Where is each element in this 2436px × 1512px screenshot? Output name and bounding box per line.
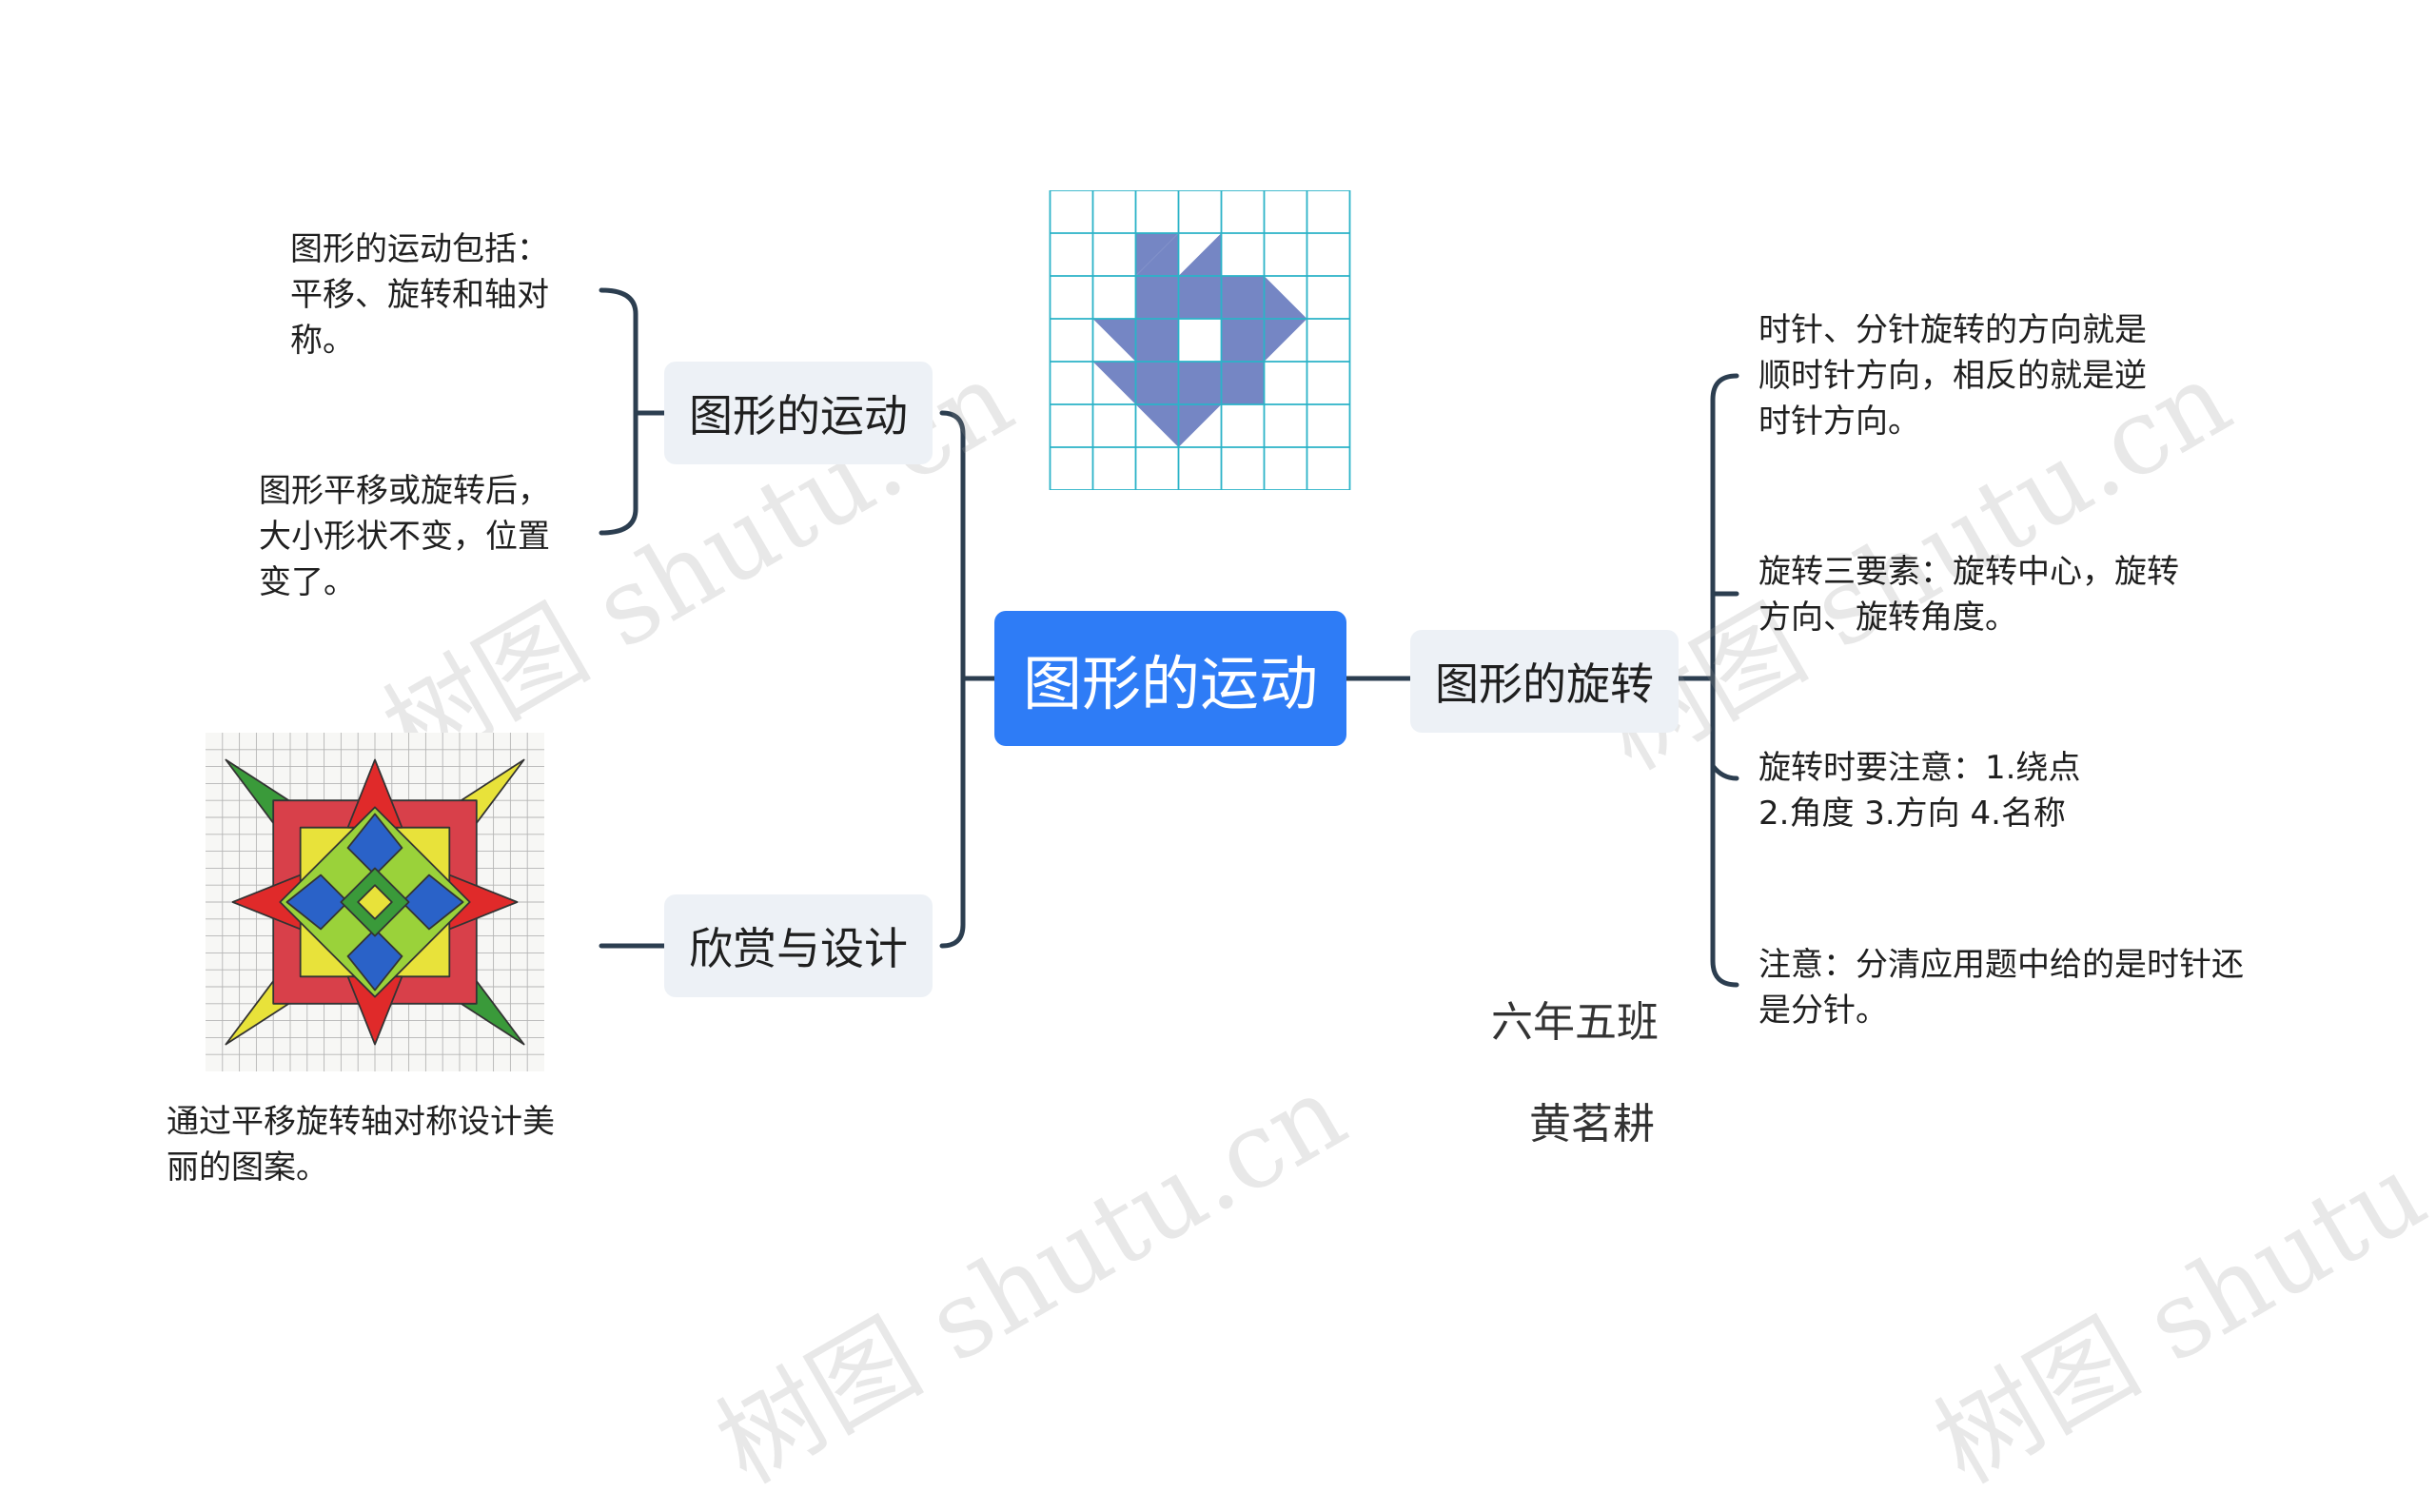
leaf-motion-includes[interactable]: 图形的运动包括： 平移、旋转和轴对 称。 — [290, 226, 604, 363]
root-node[interactable]: 图形的运动 — [994, 611, 1346, 746]
branch-node-rotate[interactable]: 图形的旋转 — [1410, 630, 1679, 733]
leaf-attention[interactable]: 旋转时要注意：1.绕点 2.角度 3.方向 4.名称 — [1758, 745, 2215, 836]
connector-rotate-r3 — [1713, 766, 1737, 778]
star-design-image[interactable] — [200, 733, 550, 1071]
leaf-clock-direction[interactable]: 时针、分针旋转的方向就是 顺时针方向，相反的就是逆 时针方向。 — [1758, 307, 2215, 444]
branch-node-motion[interactable]: 图形的运动 — [664, 362, 933, 464]
watermark: 树图 shutu.cn — [1903, 1030, 2436, 1511]
author-name-label: 黄茗耕 — [1529, 1090, 1655, 1150]
pinwheel-grid-image[interactable] — [1049, 190, 1351, 490]
leaf-three-elements[interactable]: 旋转三要素：旋转中心，旋转 方向、旋转角度。 — [1758, 549, 2215, 640]
connector-motion-bracket — [601, 290, 636, 533]
branch-node-design[interactable]: 欣赏与设计 — [664, 894, 933, 997]
class-name-label: 六年五班 — [1491, 988, 1659, 1049]
leaf-motion-invariant[interactable]: 图形平移或旋转后， 大小形状不变，位置 变了。 — [259, 468, 592, 605]
leaf-note-hands[interactable]: 注意：分清应用题中给的是时针还 是分针。 — [1758, 942, 2310, 1033]
leaf-design-note[interactable]: 通过平移旋转轴对称设计美 丽的图案。 — [167, 1099, 604, 1190]
watermark: 树图 shutu.cn — [685, 1030, 1367, 1511]
